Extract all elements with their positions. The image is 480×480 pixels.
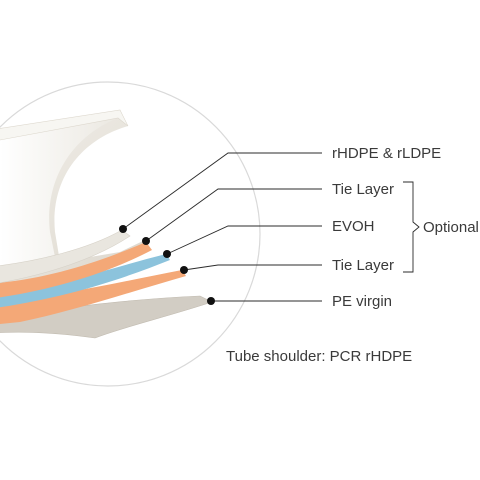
dot-tie-upper <box>142 237 150 245</box>
leader-line-evoh <box>166 225 322 255</box>
layer-tie-upper-shape <box>0 242 152 300</box>
dot-outer <box>119 225 127 233</box>
layer-evoh-shape <box>0 254 170 310</box>
leader-line-outer <box>122 152 322 230</box>
label-optional: Optional <box>423 219 479 236</box>
tube-rim <box>0 109 129 141</box>
leader-lines <box>122 152 322 302</box>
optional-bracket <box>403 181 420 273</box>
label-evoh: EVOH <box>332 218 375 235</box>
leader-line-tie-lower <box>183 264 322 271</box>
tube-body <box>0 112 150 300</box>
layer-outer-shape <box>0 229 131 287</box>
dot-tie-lower <box>180 266 188 274</box>
dot-pe-virgin <box>207 297 215 305</box>
leader-dots <box>119 225 215 305</box>
label-outer-layer: rHDPE & rLDPE <box>332 145 441 162</box>
dot-evoh <box>163 250 171 258</box>
tube-inner-face <box>0 118 118 272</box>
label-tie-layer-upper: Tie Layer <box>332 181 394 198</box>
caption-tube-shoulder: Tube shoulder: PCR rHDPE <box>226 348 412 365</box>
tube-cross-section <box>0 109 213 339</box>
layer-tie-lower-shape <box>0 270 186 326</box>
label-pe-virgin: PE virgin <box>332 293 392 310</box>
leader-line-tie-upper <box>145 188 322 242</box>
label-tie-layer-lower: Tie Layer <box>332 257 394 274</box>
